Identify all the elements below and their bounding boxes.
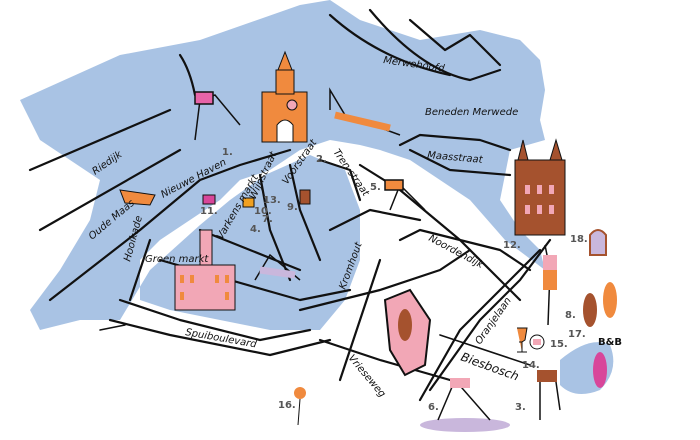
marker-13: 13.	[263, 195, 281, 206]
boat-icon	[119, 189, 156, 206]
mail-icon	[529, 334, 545, 350]
tree-icon	[583, 293, 597, 327]
label-bnb: B&B	[598, 337, 622, 348]
church-icon	[514, 138, 566, 236]
drink-icon	[299, 189, 311, 205]
greenhouse-icon	[589, 229, 607, 256]
label-maasstraat: Maasstraat	[427, 150, 484, 166]
yoga-mat-icon	[420, 418, 510, 432]
marker-10: 10.	[254, 206, 272, 217]
marker-9: 9.	[287, 202, 298, 213]
coffee-cup-icon	[202, 194, 216, 205]
flower-icon	[294, 387, 306, 426]
yoga-figure-icon	[194, 87, 561, 421]
wine-glass-icon	[517, 327, 528, 353]
marker-12: 12.	[503, 240, 521, 251]
cheese-icon	[242, 197, 255, 208]
marker-11: 11.	[200, 206, 218, 217]
marker-3: 3.	[515, 402, 526, 413]
tree-icon	[603, 282, 617, 318]
marker-7: 7.	[262, 214, 273, 225]
marker-15: 15.	[550, 339, 568, 350]
marker-16: 16.	[278, 400, 296, 411]
town-hall-icon	[174, 229, 236, 311]
city-gate-icon	[261, 50, 308, 143]
marker-4: 4.	[250, 224, 261, 235]
tree-icon	[593, 352, 607, 388]
label-beneden-merwede: Beneden Merwede	[425, 107, 518, 118]
marker-14: 14.	[522, 360, 540, 371]
marker-1: 1.	[222, 147, 233, 158]
marker-8: 8.	[565, 310, 576, 321]
river-water	[20, 0, 545, 330]
marker-5: 5.	[370, 182, 381, 193]
label-groenmarkt: Groen markt	[145, 254, 209, 265]
marker-6: 6.	[428, 402, 439, 413]
marker-17: 17.	[568, 329, 586, 340]
marker-18: 18.	[570, 234, 588, 245]
marker-2: 2.	[316, 154, 327, 165]
tree-icon	[398, 309, 412, 341]
